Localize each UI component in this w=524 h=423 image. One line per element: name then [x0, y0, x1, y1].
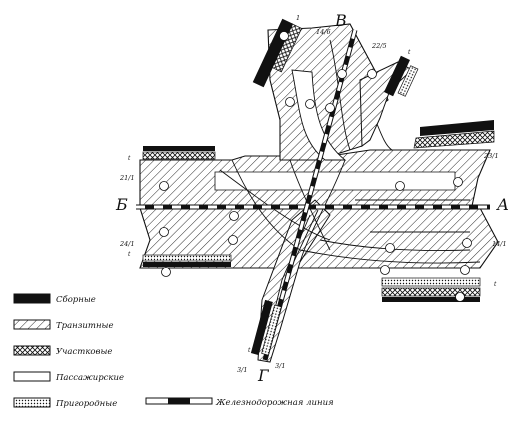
legend-label-transit: Транзитные — [56, 321, 114, 331]
track-label-n-right: 22/5 — [371, 42, 387, 50]
track-label-n-top: 14/6 — [316, 28, 331, 36]
track-label-s-left: 3/1 — [237, 366, 247, 374]
legend-swatch-passenger — [13, 371, 51, 382]
direction-label-west: Б — [115, 195, 128, 214]
station-markers — [159, 31, 472, 302]
track-label-n-left: 1 — [296, 14, 300, 22]
track-label-t3: t — [494, 281, 497, 288]
legend-swatch-section — [13, 345, 51, 356]
track-label-t4: t — [408, 49, 411, 56]
track-label-t2: t — [128, 251, 131, 258]
track-label-w-bottom: 24/1 — [119, 240, 135, 248]
track-label-s-right: 3/1 — [275, 362, 285, 370]
track-label-w-top: 21/1 — [119, 174, 135, 182]
legend-label-sorting: Сборные — [56, 294, 96, 305]
direction-label-south: Г — [257, 366, 270, 385]
legend-label-suburban: Пригородные — [55, 399, 117, 409]
direction-label-north: В — [334, 11, 347, 30]
legend-swatch-railway — [145, 397, 213, 405]
legend-label-section: Участковые — [56, 347, 112, 357]
track-label-t5: t — [248, 347, 251, 354]
railway-line-vertical — [262, 29, 358, 361]
legend-label-passenger: Пассажирские — [55, 373, 124, 383]
track-label-e-bottom: 14/1 — [492, 240, 507, 248]
approach-stubs — [142, 18, 495, 356]
main-line-band — [139, 149, 499, 269]
legend: Сборные Транзитные Участковые Пассажирск… — [13, 293, 334, 409]
legend-swatch-transit — [13, 319, 51, 330]
legend-label-railway: Железнодорожная линия — [215, 398, 334, 408]
track-label-e-top: 23/1 — [483, 152, 499, 160]
legend-swatch-sorting — [13, 293, 51, 304]
track-label-t1: t — [128, 155, 131, 162]
north-band — [267, 23, 413, 161]
legend-swatch-suburban — [13, 397, 51, 408]
direction-label-east: А — [496, 195, 509, 214]
